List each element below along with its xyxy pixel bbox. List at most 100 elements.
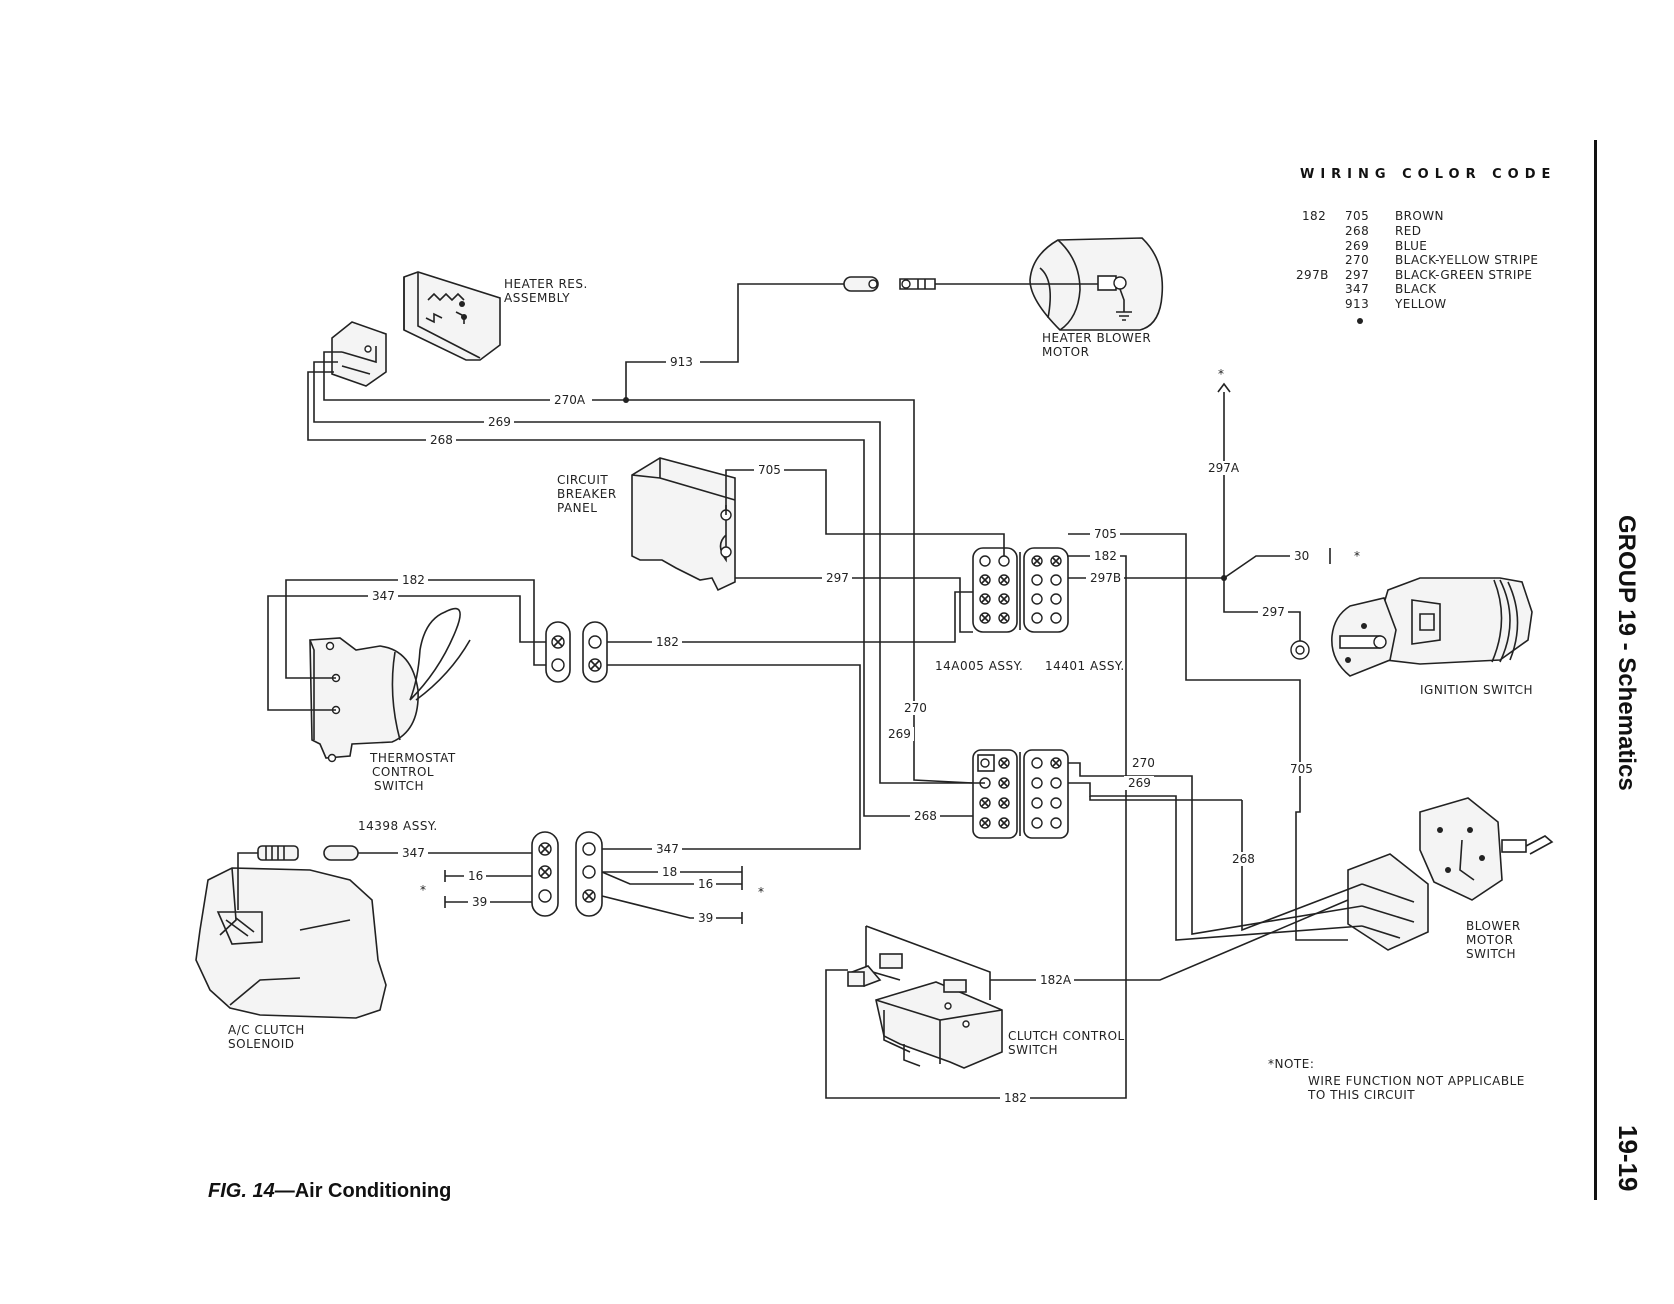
- bulkhead-connector-14a005-upper: [972, 547, 1069, 633]
- blower-switch-label-2: MOTOR: [1466, 933, 1513, 947]
- figure-number: FIG. 14: [208, 1180, 275, 1202]
- wire-label-297a: 297A: [1208, 461, 1240, 475]
- wire-label-705: 705: [1290, 762, 1313, 776]
- wire-label-705: 705: [1094, 527, 1117, 541]
- page-margin-rule: [1594, 140, 1597, 1200]
- wire-label-182: 182: [656, 635, 679, 649]
- color-code-row: 913 YELLOW: [1345, 297, 1447, 311]
- bullet-connector-913: [843, 276, 936, 292]
- color-code-circuit: 297: [1345, 268, 1369, 282]
- breaker-label-1: CIRCUIT: [557, 473, 608, 487]
- blower-motor-label-1: HEATER BLOWER: [1042, 331, 1151, 345]
- color-code-heading: WIRING COLOR CODE: [1300, 167, 1556, 182]
- wire-label-347: 347: [402, 846, 425, 860]
- color-code-row: 347 BLACK: [1345, 282, 1437, 296]
- wire-label-347: 347: [656, 842, 679, 856]
- note-asterisk: *: [758, 885, 764, 899]
- color-code-color: BLACK-GREEN STRIPE: [1395, 268, 1532, 282]
- wire-label-269: 269: [888, 727, 911, 741]
- wire-label-182: 182: [1094, 549, 1117, 563]
- color-code-row: 268 RED: [1345, 224, 1421, 238]
- group-title: GROUP 19 - Schematics: [1613, 515, 1640, 791]
- color-code-color: RED: [1395, 224, 1421, 238]
- wire-label-297: 297: [826, 571, 849, 585]
- wire-label-16: 16: [468, 869, 483, 883]
- wire-label-297b: 297B: [1090, 571, 1121, 585]
- connector-3pin-lower: [531, 831, 603, 917]
- note-asterisk: *: [1218, 367, 1224, 381]
- thermostat-control-switch: THERMOSTAT CONTROL SWITCH: [309, 607, 471, 793]
- page-number: 19-19: [1613, 1125, 1643, 1192]
- color-code-row: 269 BLUE: [1345, 239, 1427, 253]
- color-code-color: BLACK-YELLOW STRIPE: [1395, 253, 1538, 267]
- wire-label-30: 30: [1294, 549, 1309, 563]
- heater-blower-motor: HEATER BLOWER MOTOR: [1029, 237, 1164, 359]
- color-code-circuit: 913: [1345, 297, 1369, 311]
- clutch-ctrl-label-2: SWITCH: [1008, 1043, 1058, 1057]
- note-title: *NOTE:: [1268, 1057, 1314, 1071]
- bulkhead-connector-lower: [972, 749, 1069, 839]
- clutch-solenoid-label-1: A/C CLUTCH: [228, 1023, 305, 1037]
- wire-label-269: 269: [488, 415, 511, 429]
- wire-label-705: 705: [758, 463, 781, 477]
- figure-caption: FIG. 14—Air Conditioning: [208, 1180, 451, 1203]
- wire-label-270a: 270A: [554, 393, 586, 407]
- wiring-harness: [267, 283, 1363, 1099]
- wire-label-39: 39: [698, 911, 713, 925]
- wire-label-268: 268: [1232, 852, 1255, 866]
- color-code-row: 297B 297 BLACK-GREEN STRIPE: [1296, 268, 1532, 282]
- wire-label-16: 16: [698, 877, 713, 891]
- wire-labels: 913 270A 269 268 705 705 182 297B 297 18…: [368, 355, 1316, 1105]
- assy-14a005-label: 14A005 ASSY.: [935, 659, 1023, 673]
- color-code-alt: 297B: [1296, 268, 1329, 282]
- color-code-circuit: 705: [1345, 209, 1369, 223]
- note-line-1: WIRE FUNCTION NOT APPLICABLE: [1308, 1074, 1525, 1088]
- wiring-color-code-table: WIRING COLOR CODE 182 705 BROWN 268 RED …: [1296, 167, 1556, 324]
- color-code-row: 270 BLACK-YELLOW STRIPE: [1345, 253, 1538, 267]
- ac-clutch-solenoid: A/C CLUTCH SOLENOID: [195, 845, 387, 1051]
- wire-label-182: 182: [402, 573, 425, 587]
- thermostat-label-1: THERMOSTAT: [369, 751, 456, 765]
- color-code-color: BROWN: [1395, 209, 1444, 223]
- blower-motor-label-2: MOTOR: [1042, 345, 1089, 359]
- wire-label-270: 270: [1132, 756, 1155, 770]
- color-code-color: BLUE: [1395, 239, 1427, 253]
- color-code-circuit: 268: [1345, 224, 1369, 238]
- thermostat-label-2: CONTROL: [372, 765, 434, 779]
- assy-14401-label: 14401 ASSY.: [1045, 659, 1125, 673]
- heater-res-label-1: HEATER RES.: [504, 277, 588, 291]
- wire-label-913: 913: [670, 355, 693, 369]
- note-asterisk: *: [1354, 549, 1360, 563]
- heater-res-label-2: ASSEMBLY: [504, 291, 570, 305]
- assy-14398-label: 14398 ASSY.: [358, 819, 438, 833]
- wire-label-297: 297: [1262, 605, 1285, 619]
- wire-label-39: 39: [472, 895, 487, 909]
- clutch-control-switch: CLUTCH CONTROL SWITCH: [847, 925, 1125, 1069]
- breaker-label-3: PANEL: [557, 501, 597, 515]
- note-asterisk: *: [420, 883, 426, 897]
- ignition-switch: IGNITION SWITCH: [1290, 577, 1533, 697]
- blower-switch-label-1: BLOWER: [1466, 919, 1521, 933]
- wire-label-268: 268: [914, 809, 937, 823]
- color-code-circuit: 269: [1345, 239, 1369, 253]
- wire-label-182a: 182A: [1040, 973, 1072, 987]
- thermostat-label-3: SWITCH: [374, 779, 424, 793]
- clutch-ctrl-label-1: CLUTCH CONTROL: [1008, 1029, 1125, 1043]
- wire-label-268: 268: [430, 433, 453, 447]
- color-code-color: BLACK: [1395, 282, 1437, 296]
- breaker-label-2: BREAKER: [557, 487, 617, 501]
- figure-title: —Air Conditioning: [274, 1180, 452, 1202]
- color-code-circuit: 270: [1345, 253, 1369, 267]
- color-code-color: YELLOW: [1394, 297, 1447, 311]
- wire-label-347: 347: [372, 589, 395, 603]
- wire-label-270: 270: [904, 701, 927, 715]
- color-code-row: 182 705 BROWN: [1302, 209, 1444, 223]
- color-code-alt: 182: [1302, 209, 1326, 223]
- ignition-switch-label: IGNITION SWITCH: [1420, 683, 1533, 697]
- blower-switch-label-3: SWITCH: [1466, 947, 1516, 961]
- bullet-dot: [1357, 318, 1363, 324]
- wire-label-182: 182: [1004, 1091, 1027, 1105]
- connector-2pin-left: [545, 621, 608, 683]
- blower-motor-switch: BLOWER MOTOR SWITCH: [1347, 797, 1554, 961]
